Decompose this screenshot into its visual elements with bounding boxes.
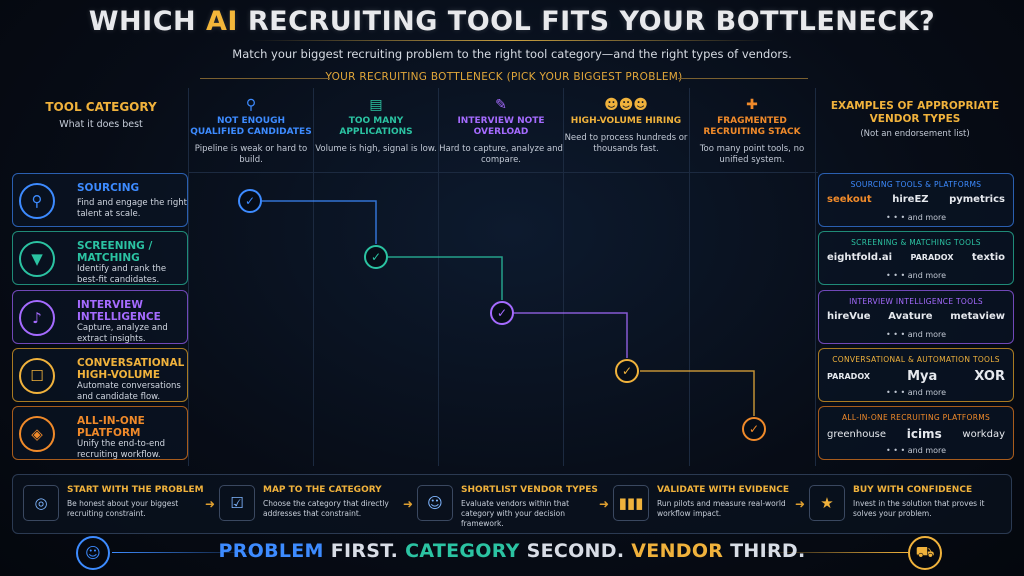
footer-divider [758, 552, 908, 553]
title-divider [250, 40, 774, 41]
vendor-logo[interactable]: hireVue [827, 311, 871, 322]
crowd-icon: ☻☻☻ [604, 97, 648, 113]
checklist-icon: ☑ [219, 485, 255, 521]
vendor-logo[interactable]: Mya [907, 369, 938, 384]
vendor-card-interview[interactable]: INTERVIEW INTELLIGENCE TOOLS hireVue Ava… [818, 290, 1014, 344]
step-shortlist-vendors[interactable]: ☺ SHORTLIST VENDOR TYPES Evaluate vendor… [417, 483, 598, 528]
check-icon: ✓ [238, 189, 262, 213]
category-screening[interactable]: ▼ SCREENING / MATCHING Identify and rank… [12, 231, 188, 285]
grid-divider [188, 172, 818, 173]
category-sourcing[interactable]: ⚲ SOURCING Find and engage the right tal… [12, 173, 188, 227]
bottleneck-column[interactable]: ⚲ NOT ENOUGH QUALIFIED CANDIDATES Pipeli… [190, 97, 312, 165]
vendor-logo[interactable]: eightfold.ai [827, 252, 893, 263]
arrow-right-icon: ➜ [599, 497, 610, 511]
star-shield-icon: ★ [809, 485, 845, 521]
grid-divider [313, 88, 314, 466]
vendor-card-screening[interactable]: SCREENING & MATCHING TOOLS eightfold.ai … [818, 231, 1014, 285]
footer-tagline: PROBLEM FIRST. CATEGORY SECOND. VENDOR T… [218, 540, 806, 562]
check-icon: ✓ [364, 245, 388, 269]
notes-icon: ✎ [495, 97, 507, 113]
team-icon: ☺ [76, 536, 110, 570]
check-icon: ✓ [490, 301, 514, 325]
step-start-with-problem[interactable]: ◎ START WITH THE PROBLEM Be honest about… [23, 483, 204, 527]
microphone-icon: ♪ [19, 300, 55, 336]
arrow-right-icon: ➜ [403, 497, 414, 511]
vendor-card-conversational[interactable]: CONVERSATIONAL & AUTOMATION TOOLS PARADO… [818, 348, 1014, 402]
search-people-icon: ⚲ [245, 97, 257, 113]
vendor-logo[interactable]: pymetrics [949, 194, 1005, 205]
vendor-logo[interactable]: hireEZ [892, 194, 929, 205]
cart-icon: ⛟ [908, 536, 942, 570]
process-steps-bar: ◎ START WITH THE PROBLEM Be honest about… [12, 474, 1012, 534]
vendor-logo[interactable]: PARADOX [827, 372, 870, 381]
category-interview-intelligence[interactable]: ♪ INTERVIEW INTELLIGENCE Capture, analyz… [12, 290, 188, 344]
bottleneck-column[interactable]: ▤ TOO MANY APPLICATIONS Volume is high, … [315, 97, 437, 154]
chat-icon: ☐ [19, 358, 55, 394]
step-validate-evidence[interactable]: ▮▮▮ VALIDATE WITH EVIDENCE Run pilots an… [613, 483, 793, 527]
puzzle-icon: ✚ [746, 97, 758, 113]
target-icon: ◎ [23, 485, 59, 521]
vendor-logo[interactable]: greenhouse [827, 428, 887, 440]
page-subtitle: Match your biggest recruiting problem to… [232, 47, 792, 61]
vendor-card-sourcing[interactable]: SOURCING TOOLS & PLATFORMS seekout hireE… [818, 173, 1014, 227]
vendor-card-all-in-one[interactable]: ALL-IN-ONE RECRUITING PLATFORMS greenhou… [818, 406, 1014, 460]
vendor-logo[interactable]: PARADOX [910, 253, 954, 262]
vendor-logo[interactable]: XOR [974, 369, 1005, 384]
grid-divider [815, 88, 816, 466]
bottleneck-header: YOUR RECRUITING BOTTLENECK (PICK YOUR BI… [190, 71, 818, 83]
check-icon: ✓ [742, 417, 766, 441]
tool-category-header: TOOL CATEGORY What it does best [45, 100, 157, 130]
check-icon: ✓ [615, 359, 639, 383]
bottleneck-column[interactable]: ✚ FRAGMENTED RECRUITING STACK Too many p… [690, 96, 814, 166]
layers-icon: ◈ [19, 416, 55, 452]
vendor-logo[interactable]: seekout [827, 194, 872, 205]
people-icon: ☺ [417, 485, 453, 521]
grid-divider [563, 88, 564, 466]
arrow-right-icon: ➜ [795, 497, 806, 511]
vendor-logo[interactable]: Avature [888, 311, 933, 322]
step-map-to-category[interactable]: ☑ MAP TO THE CATEGORY Choose the categor… [219, 483, 399, 527]
bottleneck-column[interactable]: ☻☻☻ HIGH-VOLUME HIRING Need to process h… [564, 97, 688, 154]
grid-divider [438, 88, 439, 466]
vendor-logo[interactable]: metaview [950, 311, 1005, 322]
document-stack-icon: ▤ [369, 97, 383, 113]
page-title: WHICH AI RECRUITING TOOL FITS YOUR BOTTL… [88, 6, 936, 37]
bottleneck-column[interactable]: ✎ INTERVIEW NOTE OVERLOAD Hard to captur… [439, 97, 563, 165]
vendor-logo[interactable]: icims [906, 427, 942, 441]
sourcing-icon: ⚲ [19, 183, 55, 219]
footer-divider [112, 552, 262, 553]
category-conversational[interactable]: ☐ CONVERSATIONAL HIGH-VOLUME Automate co… [12, 348, 188, 402]
grid-divider [188, 88, 189, 466]
step-buy-with-confidence[interactable]: ★ BUY WITH CONFIDENCE Invest in the solu… [809, 483, 989, 527]
grid-divider [689, 88, 690, 466]
category-all-in-one[interactable]: ◈ ALL-IN-ONE PLATFORM Unify the end-to-e… [12, 406, 188, 460]
vendor-logo[interactable]: workday [962, 428, 1005, 440]
bar-chart-icon: ▮▮▮ [613, 485, 649, 521]
arrow-right-icon: ➜ [205, 497, 216, 511]
examples-header: EXAMPLES OF APPROPRIATE VENDOR TYPES (No… [830, 100, 1000, 139]
funnel-icon: ▼ [19, 241, 55, 277]
vendor-logo[interactable]: textio [971, 252, 1005, 263]
